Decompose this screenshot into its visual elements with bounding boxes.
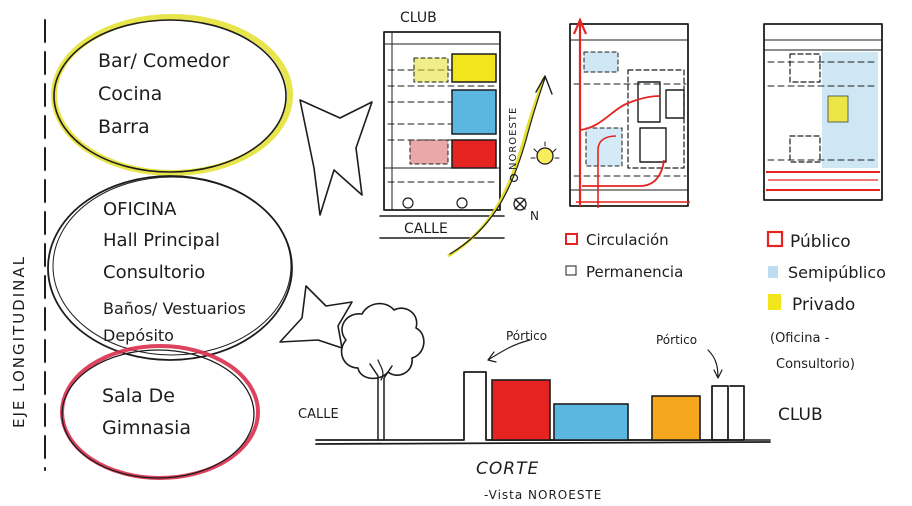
bubble-item: Bar/ Comedor bbox=[98, 50, 230, 72]
section-subtitle: -Vista NOROESTE bbox=[484, 488, 602, 502]
section-right-label: CLUB bbox=[778, 405, 823, 425]
plan-bottom-label: CALLE bbox=[404, 221, 448, 237]
plan-top-label: CLUB bbox=[400, 10, 437, 26]
legend-label: Semipúblico bbox=[788, 263, 886, 282]
portico-right-label: Pórtico bbox=[656, 333, 697, 347]
bubble-item: OFICINA bbox=[103, 199, 177, 220]
group-bar: Bar/ Comedor Cocina Barra bbox=[51, 14, 293, 176]
legend-label: Público bbox=[790, 232, 851, 252]
tree-icon bbox=[340, 302, 425, 441]
arrow-lower bbox=[279, 285, 353, 349]
north-label: N bbox=[530, 209, 539, 223]
legend-label: Permanencia bbox=[586, 263, 683, 281]
group-oficina: OFICINA Hall Principal Consultorio Baños… bbox=[47, 175, 293, 361]
axis-label: EJE LONGITUDINAL bbox=[10, 255, 28, 428]
section-left-label: CALLE bbox=[298, 407, 339, 422]
bubble-item: Depósito bbox=[103, 326, 174, 345]
bubble-item: Consultorio bbox=[103, 262, 205, 283]
section-corte: Pórtico Pórtico CALLE CLUB CORTE -Vista … bbox=[298, 302, 823, 502]
legend-label: Privado bbox=[792, 295, 855, 315]
legend-privacy: Público Semipúblico Privado (Oficina - C… bbox=[766, 230, 886, 372]
bubble-item: Hall Principal bbox=[103, 230, 220, 251]
bubble-item: Sala De bbox=[102, 385, 175, 407]
bubble-item: Cocina bbox=[98, 83, 162, 105]
privacy-note-line: Consultorio) bbox=[776, 357, 855, 372]
bubble-item: Baños/ Vestuarios bbox=[103, 299, 246, 318]
site-plan-zoning: CLUB CALLE bbox=[379, 10, 505, 239]
privacy-note-line: (Oficina - bbox=[770, 331, 830, 346]
site-plan-circulation bbox=[569, 17, 690, 208]
group-gimnasia: Sala De Gimnasia bbox=[60, 344, 260, 480]
bubble-item: Barra bbox=[98, 116, 150, 138]
legend-label: Circulación bbox=[586, 231, 669, 249]
arrow-upper bbox=[299, 99, 373, 216]
direction-label: NOROESTE bbox=[508, 107, 519, 170]
legend-circulation: Circulación Permanencia bbox=[565, 231, 683, 281]
site-plan-privacy bbox=[763, 23, 883, 201]
orientation-indicator: NOROESTE N bbox=[447, 75, 560, 258]
section-title: CORTE bbox=[476, 459, 539, 479]
portico-left-label: Pórtico bbox=[506, 329, 547, 343]
bubble-item: Gimnasia bbox=[102, 417, 191, 439]
longitudinal-axis: EJE LONGITUDINAL bbox=[10, 19, 46, 471]
